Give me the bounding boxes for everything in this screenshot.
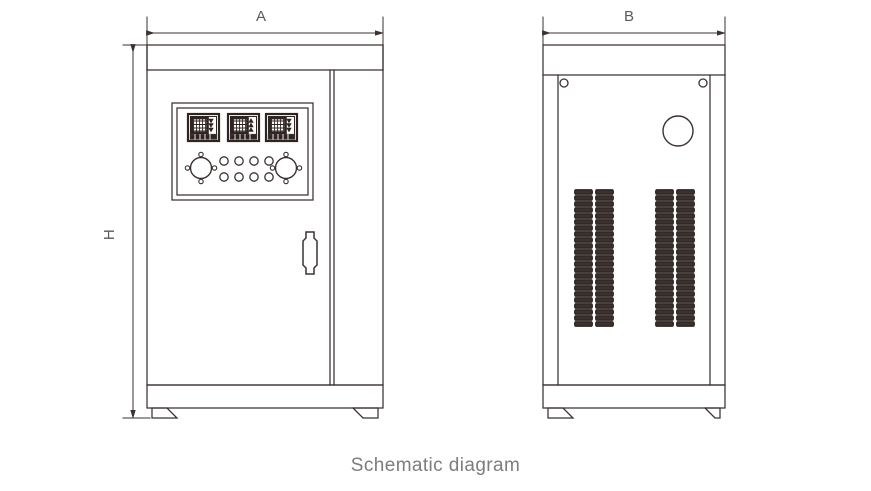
meter-1 <box>186 112 221 143</box>
diagram-caption: Schematic diagram <box>350 455 521 476</box>
indicator-button <box>249 156 259 166</box>
rear-width-dimension <box>542 16 726 46</box>
indicator-buttons <box>219 156 274 182</box>
louver-group-left <box>574 189 614 327</box>
rear-feet <box>547 407 721 419</box>
meter-3 <box>264 112 299 143</box>
mounting-hole-left <box>559 78 569 88</box>
louver-column-3 <box>655 189 674 327</box>
meter-2 <box>226 112 261 143</box>
louver-column-1 <box>574 189 593 327</box>
dimension-label-h: H <box>101 228 119 241</box>
dimension-label-b: B <box>624 8 635 25</box>
fan-opening <box>662 115 694 147</box>
front-height-dimension <box>122 44 151 419</box>
indicator-button <box>219 172 229 182</box>
control-panel <box>171 102 314 201</box>
front-view <box>122 16 384 419</box>
indicator-button <box>234 156 244 166</box>
control-panel-outer <box>171 102 314 201</box>
indicator-button <box>219 156 229 166</box>
louver-column-2 <box>595 189 614 327</box>
front-foot-left <box>151 407 179 419</box>
indicator-button <box>264 172 274 182</box>
dimension-label-a: A <box>256 8 267 25</box>
mounting-hole-right <box>698 78 708 88</box>
indicator-button <box>264 156 274 166</box>
control-panel-inner <box>176 107 309 196</box>
front-plinth <box>146 384 384 409</box>
front-feet <box>151 407 379 419</box>
rear-foot-left <box>547 407 575 419</box>
rear-plinth <box>542 384 726 409</box>
louver-group-right <box>655 189 695 327</box>
rear-view <box>542 16 726 419</box>
door-handle <box>302 231 318 275</box>
front-foot-right <box>351 407 379 419</box>
indicator-button <box>234 172 244 182</box>
indicator-button <box>249 172 259 182</box>
rear-foot-right <box>703 407 721 419</box>
selector-knob-left <box>184 151 218 185</box>
front-width-dimension <box>146 16 384 46</box>
rear-cabinet-body <box>542 44 726 386</box>
selector-knob-right <box>269 151 303 185</box>
front-cabinet-body <box>146 44 384 386</box>
louver-column-4 <box>676 189 695 327</box>
